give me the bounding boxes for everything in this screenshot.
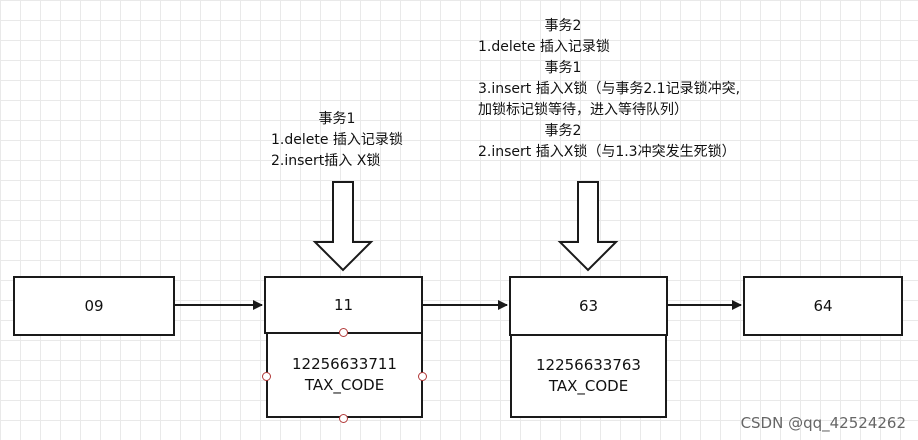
resize-handle-bottom[interactable]	[339, 414, 348, 423]
node-09: 09	[13, 276, 175, 336]
record-11-value: 12256633711	[292, 355, 397, 373]
node-11-label: 11	[333, 296, 354, 314]
note-right-title1: 事务2	[544, 18, 582, 34]
note-left-line2: 2.insert插入 X锁	[271, 153, 381, 169]
note-left-title: 事务1	[318, 111, 356, 127]
node-63: 63	[509, 276, 668, 336]
note-right-line3: 加锁标记锁等待，进入等待队列）	[478, 102, 688, 118]
down-arrow-right	[557, 181, 619, 272]
note-transaction-left: 事务1 1.delete 插入记录锁 2.insert插入 X锁	[271, 109, 403, 172]
note-right-line1: 1.delete 插入记录锁	[478, 39, 610, 55]
record-11-field: TAX_CODE	[304, 376, 385, 394]
note-right-title3: 事务2	[544, 123, 582, 139]
resize-handle-top[interactable]	[339, 328, 348, 337]
note-right-title2: 事务1	[544, 60, 582, 76]
node-63-label: 63	[578, 297, 599, 315]
note-left-line1: 1.delete 插入记录锁	[271, 132, 403, 148]
note-transaction-right: 事务2 1.delete 插入记录锁 事务1 3.insert 插入X锁（与事务…	[478, 16, 740, 163]
note-right-line4: 2.insert 插入X锁（与1.3冲突发生死锁）	[478, 144, 736, 160]
record-63-field: TAX_CODE	[548, 377, 629, 395]
resize-handle-right[interactable]	[418, 372, 427, 381]
note-right-line2: 3.insert 插入X锁（与事务2.1记录锁冲突,	[478, 81, 741, 97]
down-arrow-left	[312, 181, 374, 272]
node-64-label: 64	[813, 297, 833, 315]
watermark: CSDN @qq_42524262	[740, 414, 906, 432]
node-09-label: 09	[84, 297, 104, 315]
record-box-11: 12256633711 TAX_CODE	[266, 332, 423, 418]
node-11: 11	[264, 276, 423, 334]
record-63-value: 12256633763	[536, 356, 641, 374]
record-box-63: 12256633763 TAX_CODE	[510, 334, 667, 418]
node-64: 64	[743, 276, 903, 336]
resize-handle-left[interactable]	[262, 372, 271, 381]
